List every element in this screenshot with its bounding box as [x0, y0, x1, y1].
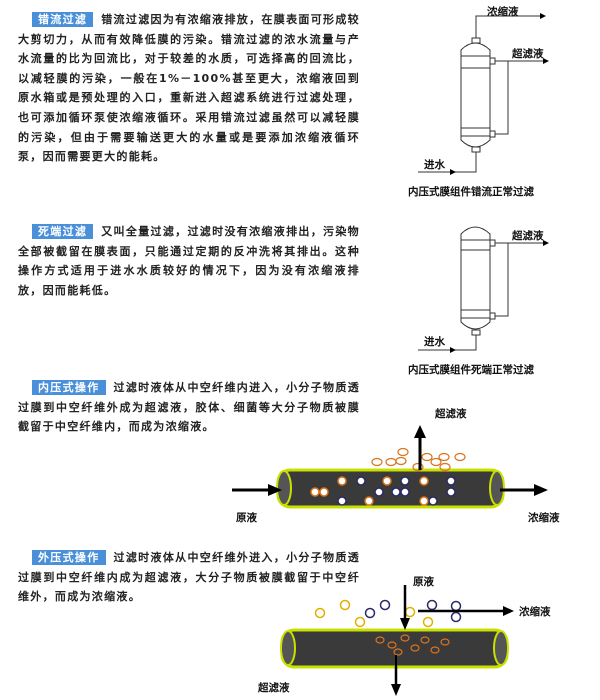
section-deadend: 死端过滤又叫全量过滤，过滤时没有浓缩液排出，污染物全部被截留在膜表面，只能通过定… — [18, 222, 360, 300]
tube-inside-out — [232, 425, 548, 509]
d2-permeate-label: 超滤液 — [512, 230, 544, 242]
t1-concentrate-label: 浓缩液 — [528, 512, 560, 524]
section-text: 过滤时液体从中空纤维内进入，小分子物质透过膜到中空纤维外成为超滤液，胶体、细菌等… — [18, 381, 360, 434]
section-tag: 内压式操作 — [32, 380, 106, 395]
section-inside-out: 内压式操作过滤时液体从中空纤维内进入，小分子物质透过膜到中空纤维外成为超滤液，胶… — [18, 378, 360, 437]
section-text: 错流过滤因为有浓缩液排放，在膜表面可形成较大剪切力，从而有效降低膜的污染。错流过… — [18, 13, 360, 164]
d1-concentrate-label: 浓缩液 — [487, 6, 519, 18]
t1-feed-label: 原液 — [236, 512, 257, 524]
membrane-module-deadend — [418, 226, 549, 353]
d2-caption: 内压式膜组件死端正常过滤 — [408, 364, 534, 376]
section-tag: 外压式操作 — [32, 550, 106, 565]
t2-permeate-label: 超滤液 — [258, 682, 290, 694]
d2-inlet-label: 进水 — [424, 336, 445, 348]
t1-permeate-label: 超滤液 — [435, 408, 467, 420]
section-tag: 死端过滤 — [32, 224, 94, 239]
section-crossflow: 错流过滤错流过滤因为有浓缩液排放，在膜表面可形成较大剪切力，从而有效降低膜的污染… — [18, 10, 360, 167]
t2-feed-label: 原液 — [413, 576, 434, 588]
t2-concentrate-label: 浓缩液 — [519, 606, 551, 618]
section-text: 过滤时液体从中空纤维外进入，小分子物质透过膜到中空纤维内成为超滤液，大分子物质被… — [18, 551, 360, 604]
section-tag: 错流过滤 — [32, 12, 94, 27]
d1-caption: 内压式膜组件错流正常过滤 — [408, 186, 534, 198]
tube-outside-in — [280, 585, 514, 696]
section-text: 又叫全量过滤，过滤时没有浓缩液排出，污染物全部被截留在膜表面，只能通过定期的反冲… — [18, 225, 360, 297]
membrane-module-crossflow — [418, 13, 549, 175]
d1-inlet-label: 进水 — [424, 159, 445, 171]
section-outside-in: 外压式操作过滤时液体从中空纤维外进入，小分子物质透过膜到中空纤维内成为超滤液，大… — [18, 548, 360, 607]
d1-permeate-label: 超滤液 — [512, 48, 544, 60]
